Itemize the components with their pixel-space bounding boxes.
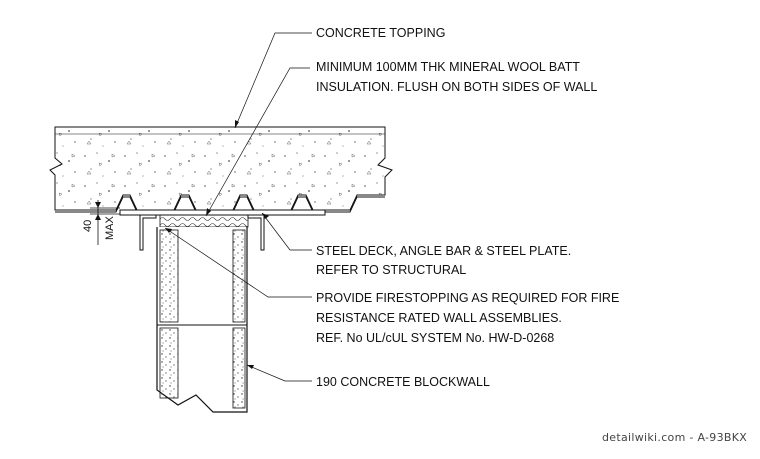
angle-bar-right	[247, 214, 265, 251]
gap-dimension: 40 MAX	[82, 200, 120, 245]
note-firestopping-line1: PROVIDE FIRESTOPPING AS REQUIRED FOR FIR…	[316, 291, 619, 305]
mineral-wool-insulation	[159, 214, 249, 228]
steel-plate	[119, 209, 326, 216]
watermark: detailwiki.com - A-93BKX	[602, 431, 747, 444]
note-insulation-line1: MINIMUM 100MM THK MINERAL WOOL BATT	[316, 60, 580, 74]
note-blockwall: 190 CONCRETE BLOCKWALL	[316, 375, 490, 389]
dimension-qualifier: MAX	[104, 216, 116, 241]
note-concrete-topping: CONCRETE TOPPING	[316, 26, 445, 40]
leader-arrows	[165, 120, 269, 369]
leader-lines	[164, 32, 312, 382]
note-firestopping-line3: REF. No UL/cUL SYSTEM No. HW-D-0268	[316, 331, 554, 345]
note-insulation-line2: INSULATION. FLUSH ON BOTH SIDES OF WALL	[316, 80, 597, 94]
note-deck-line2: REFER TO STRUCTURAL	[316, 263, 466, 277]
dimension-value: 40	[82, 220, 94, 232]
note-deck-line1: STEEL DECK, ANGLE BAR & STEEL PLATE.	[316, 244, 571, 258]
angle-bar-left	[139, 214, 157, 251]
concrete-blockwall	[156, 227, 248, 413]
concrete-slab	[49, 126, 393, 211]
note-firestopping-line2: RESISTANCE RATED WALL ASSEMBLIES.	[316, 311, 562, 325]
